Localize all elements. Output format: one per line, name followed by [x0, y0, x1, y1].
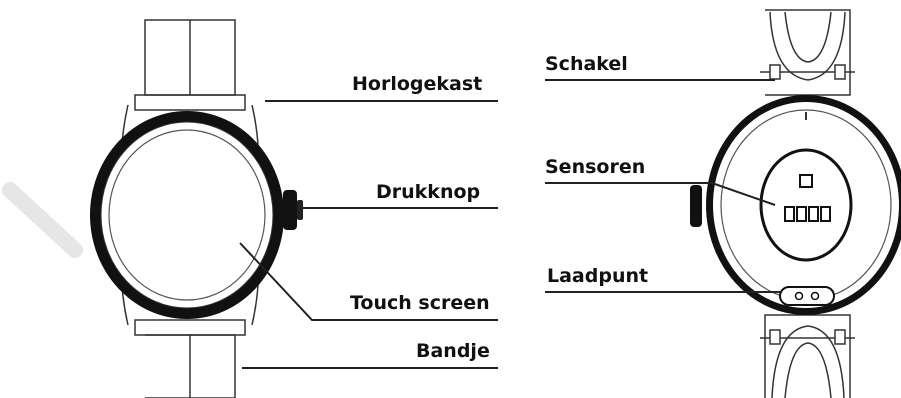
back-side-button	[690, 185, 702, 227]
front-strap-top	[134, 19, 246, 111]
sensors-leader-line	[545, 182, 776, 206]
label-laadpunt: Laadpunt	[547, 265, 648, 287]
charging-port	[779, 286, 835, 306]
label-bandje: Bandje	[416, 340, 490, 362]
back-watch-illustration	[690, 9, 901, 398]
touch-screen-glass	[108, 129, 266, 301]
label-horlogekast: Horlogekast	[352, 73, 482, 95]
label-schakel: Schakel	[545, 53, 628, 75]
screen-leader-line	[239, 242, 498, 321]
decorative-stroke	[2, 182, 83, 258]
sensor-window	[759, 148, 853, 262]
back-strap-top	[760, 9, 855, 96]
label-sensoren: Sensoren	[545, 156, 645, 178]
front-strap-bottom	[134, 319, 246, 398]
label-touch-screen: Touch screen	[350, 292, 490, 314]
back-strap-bottom	[760, 314, 855, 398]
label-drukknop: Drukknop	[376, 181, 480, 203]
front-watch-illustration	[90, 19, 303, 398]
crown-button	[283, 190, 297, 230]
